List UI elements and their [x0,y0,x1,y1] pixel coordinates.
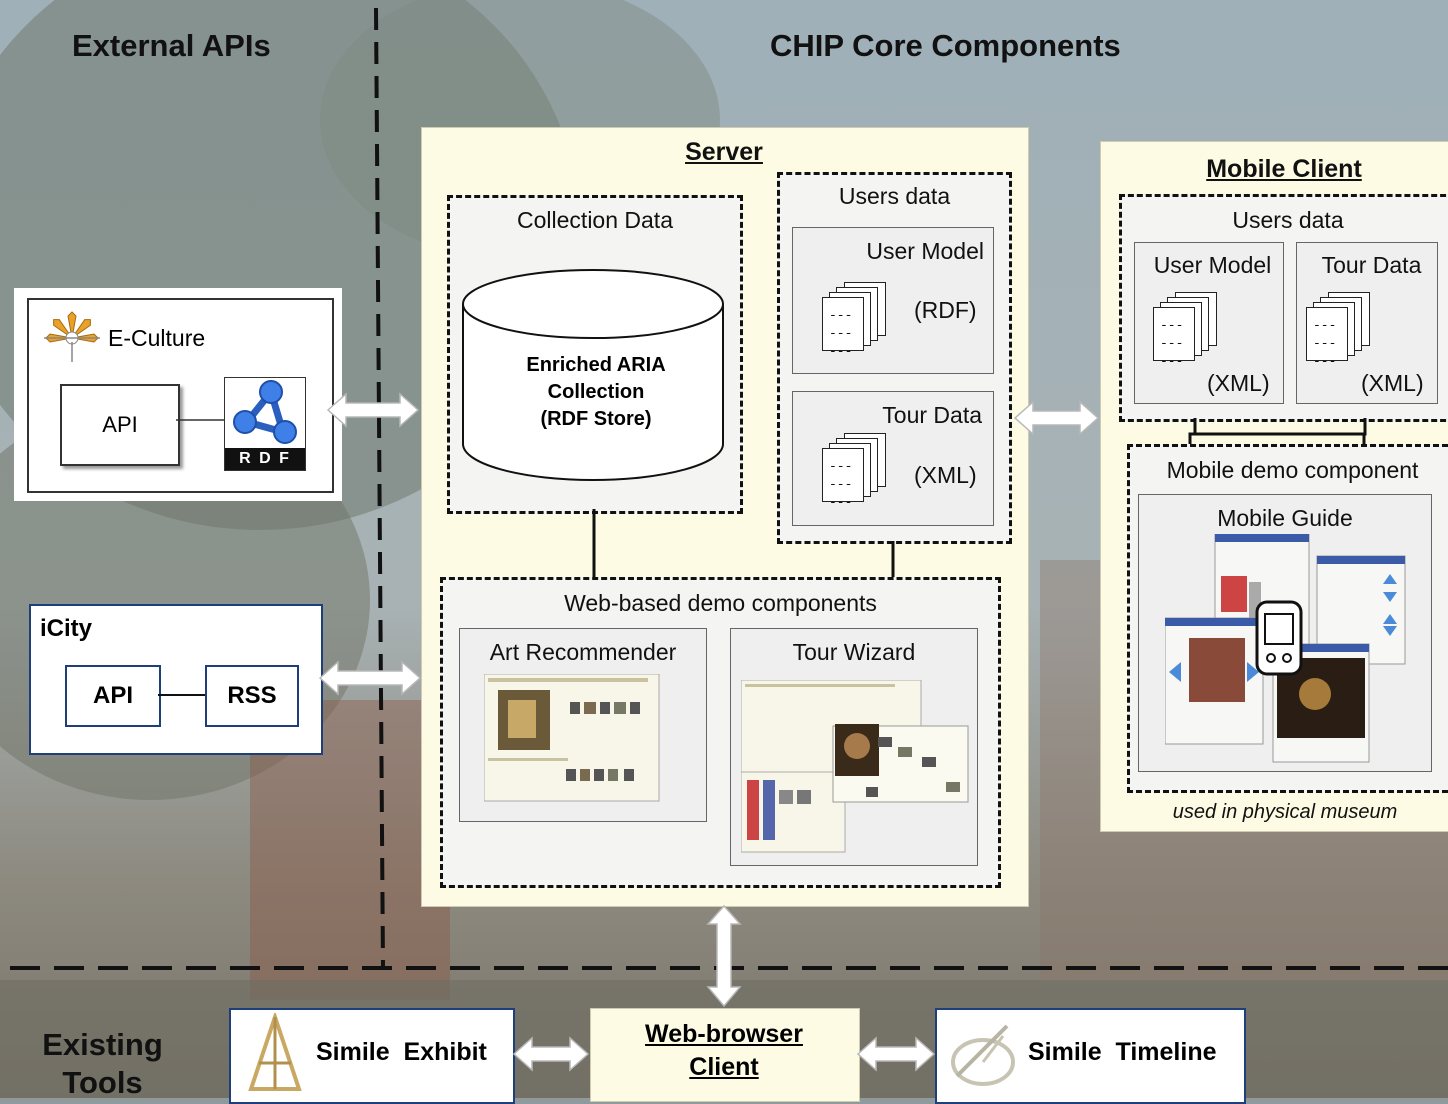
exhibit-browser-arrow [512,1036,590,1072]
mobile-guide-screenshots [1165,534,1406,763]
mobile-user-model-documents: --- --- --- [1153,292,1217,369]
e-culture-logo-icon [44,311,100,362]
tour-wizard-screenshot [741,680,969,853]
icity-rss-box: RSS [205,665,299,727]
web-browser-client-line-2: Client [689,1053,759,1081]
simile-exhibit-icon [248,1013,302,1091]
server-title: Server [685,138,763,166]
mobile-user-model-label: User Model [1153,252,1272,278]
mobile-guide-title: Mobile Guide [1217,505,1353,531]
rdf-store-line-2: Collection [547,381,645,403]
rdf-store-cylinder [462,269,724,481]
rdf-logo-label: R D F [225,448,305,470]
server-user-model-label: User Model [866,238,984,264]
mobile-demo-component-title: Mobile demo component [1166,457,1419,483]
core-components-title: CHIP Core Components [770,28,1121,63]
web-browser-client-box [590,1008,860,1102]
art-recommender-title: Art Recommender [489,639,677,665]
mobile-caption: used in physical museum [1172,801,1398,823]
rdf-logo: R D F [224,377,306,471]
e-culture-rdf-connector [176,419,224,421]
e-culture-server-arrow [326,392,420,428]
tour-wizard-title: Tour Wizard [792,639,916,665]
server-tour-data-format: (XML) [914,462,977,488]
e-culture-name: E-Culture [108,325,206,351]
web-browser-client-line-1: Web-browser [645,1020,803,1048]
rdf-store-label: Enriched ARIA Collection (RDF Store) [470,352,722,433]
server-users-data-title: Users data [838,183,951,209]
icity-server-arrow [318,660,422,696]
external-apis-title: External APIs [72,28,271,63]
server-internal-connectors [592,509,895,579]
server-mobile-arrow [1013,400,1100,436]
simile-timeline-icon [951,1024,1015,1086]
server-user-model-format: (RDF) [914,297,977,323]
server-tour-data-label: Tour Data [882,402,982,428]
simile-exhibit-label: Simile Exhibit [316,1038,487,1066]
server-tour-data-documents: --- --- --- [822,433,886,510]
server-browser-arrow [706,904,742,1008]
mobile-user-model-format: (XML) [1207,370,1270,396]
mobile-tour-data-format: (XML) [1361,370,1424,396]
rdf-store-line-3: (RDF Store) [540,408,652,430]
mobile-internal-connectors [1188,418,1367,444]
collection-data-title: Collection Data [517,207,673,233]
existing-tools-title: Existing Tools [42,1027,163,1100]
browser-timeline-arrow [856,1036,936,1072]
e-culture-api-box: API [60,384,180,466]
server-user-model-documents: --- --- --- [822,282,886,359]
mobile-users-data-title: Users data [1232,207,1344,233]
simile-timeline-label: Simile Timeline [1028,1038,1217,1066]
art-recommender-screenshot [484,674,660,802]
rdf-store-line-1: Enriched ARIA [526,354,666,376]
icity-api-box: API [65,665,161,727]
web-browser-client-title: Web-browser Client [590,1018,858,1084]
icity-name: iCity [40,615,93,642]
mobile-tour-data-documents: --- --- --- [1306,292,1370,369]
web-demo-components-title: Web-based demo components [564,590,877,616]
rdf-graph-icon [233,380,297,444]
mobile-tour-data-label: Tour Data [1321,252,1422,278]
mobile-client-title: Mobile Client [1206,155,1362,183]
icity-connector [158,694,206,696]
